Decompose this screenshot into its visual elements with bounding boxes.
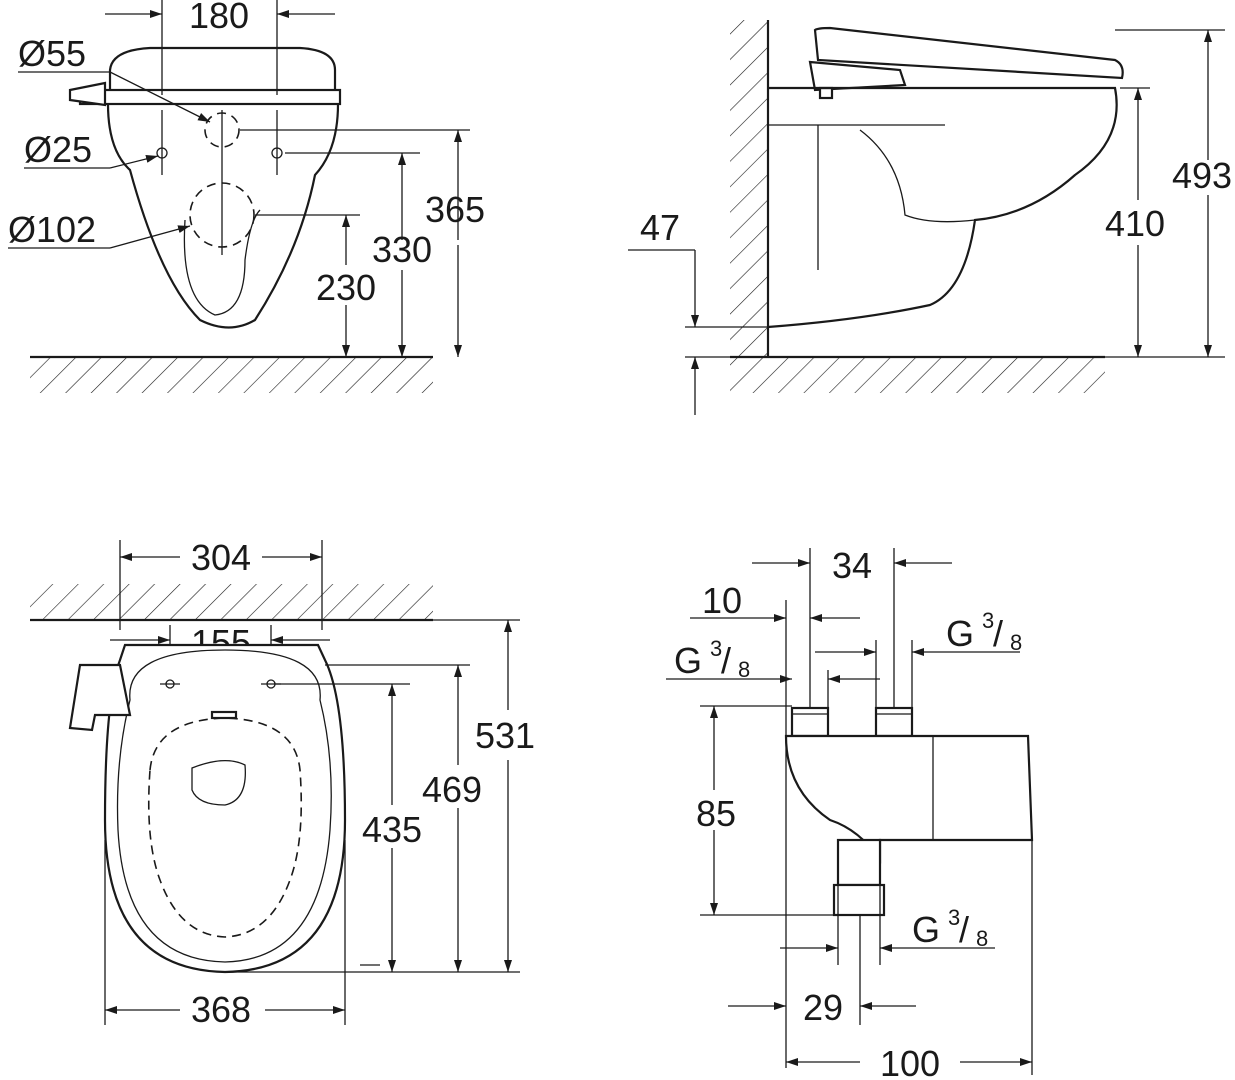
front-view: 180 Ø55 Ø25 Ø102 365 330 230 xyxy=(8,0,485,393)
inlet-left xyxy=(790,706,830,738)
thread-label-top-right: G xyxy=(946,613,974,654)
thread-label-left: G xyxy=(674,640,702,681)
dim-365: 365 xyxy=(425,189,485,230)
thread-den-left: 8 xyxy=(738,657,750,682)
dim-34: 34 xyxy=(832,545,872,586)
dim-180: 180 xyxy=(189,0,249,36)
valve-detail: 34 10 G 3 / 8 G 3 / 8 85 G 3 xyxy=(666,545,1034,1080)
dim-330: 330 xyxy=(372,229,432,270)
hinge-bracket-top xyxy=(68,663,132,732)
thread-label-bottom: G xyxy=(912,909,940,950)
dim-493: 493 xyxy=(1172,155,1232,196)
thread-den-bottom: 8 xyxy=(976,926,988,951)
flush-opening xyxy=(191,760,246,806)
dim-100: 100 xyxy=(880,1043,940,1080)
brand-badge xyxy=(210,710,238,720)
dim-469: 469 xyxy=(422,769,482,810)
thread-num-top-right: 3 xyxy=(982,608,994,633)
bowl-opening-dashed xyxy=(147,717,303,938)
outlet-stem xyxy=(836,838,882,887)
dim-85: 85 xyxy=(696,793,736,834)
thread-den-top-right: 8 xyxy=(1010,630,1022,655)
dim-dia-102: Ø102 xyxy=(8,209,96,250)
thread-num-left: 3 xyxy=(710,636,722,661)
seat-lid xyxy=(108,46,337,94)
wall-hatch xyxy=(730,20,767,357)
valve-body xyxy=(784,734,1034,864)
dim-410: 410 xyxy=(1105,203,1165,244)
floor-hatch-side xyxy=(730,358,1105,393)
seat-hinge xyxy=(68,81,107,107)
dim-dia-55: Ø55 xyxy=(18,33,86,74)
side-view: 47 410 493 xyxy=(628,20,1232,415)
seat-hinge-side xyxy=(808,60,907,92)
seat-plate xyxy=(78,88,342,106)
outlet-nut xyxy=(832,883,886,917)
dim-10: 10 xyxy=(702,580,742,621)
dim-dia-25: Ø25 xyxy=(24,129,92,170)
dim-435: 435 xyxy=(362,809,422,850)
seat-lid-side xyxy=(813,26,1124,80)
seat-outline-top xyxy=(103,643,347,974)
dim-531: 531 xyxy=(475,715,535,756)
thread-num-bottom: 3 xyxy=(948,905,960,930)
thread-slash-top-right: / xyxy=(993,613,1003,654)
dim-368: 368 xyxy=(191,989,251,1030)
floor-hatch xyxy=(30,358,433,393)
bowl-outline xyxy=(106,103,340,329)
dim-47: 47 xyxy=(640,207,680,248)
dim-29: 29 xyxy=(803,987,843,1028)
thread-slash-bottom: / xyxy=(959,909,969,950)
dim-230: 230 xyxy=(316,267,376,308)
wall-hatch-top xyxy=(30,584,433,619)
bowl-side xyxy=(767,86,1118,329)
top-view: 304 155 531 469 xyxy=(30,537,535,1030)
hinge-bolt xyxy=(818,86,834,100)
dim-304: 304 xyxy=(191,537,251,578)
inlet-right xyxy=(874,706,914,738)
thread-slash-left: / xyxy=(721,640,731,681)
